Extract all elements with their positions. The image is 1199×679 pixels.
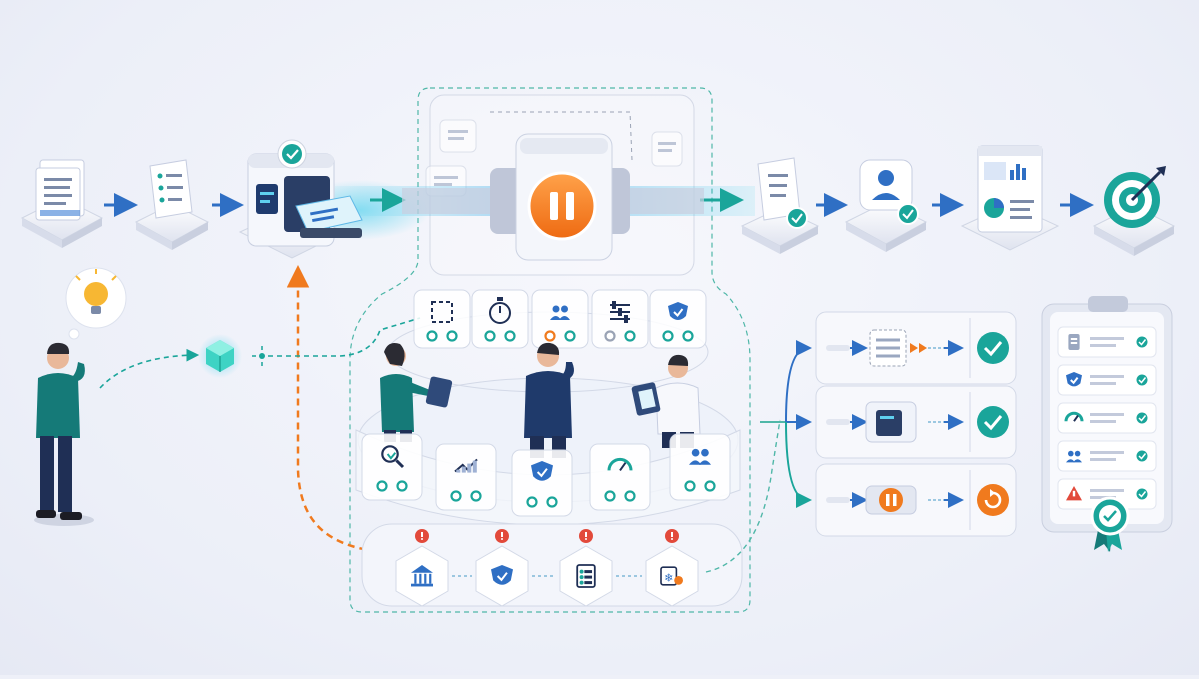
machine-icon <box>247 153 363 247</box>
review-card <box>669 433 731 501</box>
constraint-card <box>559 529 613 607</box>
checklist-icon <box>149 159 193 219</box>
season-icon: ❄ <box>660 566 683 586</box>
svg-text:❄: ❄ <box>664 572 673 585</box>
feedback-loop-arrow <box>286 265 391 555</box>
compliance-clipboard <box>1041 296 1173 552</box>
line-chart-icon <box>454 458 478 473</box>
checklist-node <box>134 159 210 250</box>
selection-icon <box>431 301 453 323</box>
top-review-cards <box>413 289 707 349</box>
bottom-review-cards <box>355 429 741 526</box>
review-card <box>471 289 529 349</box>
institution-icon <box>411 565 433 587</box>
gauge-icon <box>1064 411 1084 422</box>
shield-icon <box>491 565 513 585</box>
approved-document-node <box>740 157 820 254</box>
data-report-node <box>960 145 1060 251</box>
target-icon <box>1104 166 1166 228</box>
review-card <box>361 433 423 501</box>
check-icon <box>1136 488 1148 500</box>
review-card <box>435 443 497 511</box>
document-icon <box>1068 334 1080 350</box>
review-card <box>511 449 573 517</box>
woman-with-tablet <box>380 343 453 442</box>
outcome-cards <box>815 311 1017 537</box>
constraints-link <box>705 419 781 573</box>
clipboard-row <box>1057 364 1157 396</box>
gauge-icon <box>607 457 633 471</box>
warning-icon <box>1066 486 1082 501</box>
review-card <box>589 443 651 511</box>
shield-icon <box>668 302 688 320</box>
clipboard-row <box>1057 440 1157 472</box>
output-routing <box>760 340 812 508</box>
tablet-icon <box>425 376 453 408</box>
shield-check-icon <box>531 461 553 481</box>
check-icon <box>1136 336 1148 348</box>
pause-icon <box>527 171 597 241</box>
constraints-row: ❄ <box>395 529 699 607</box>
lightbulb-icon <box>75 269 117 314</box>
idea-link <box>99 348 200 389</box>
clipboard-row <box>1057 326 1157 358</box>
constraint-card: ❄ <box>645 529 699 607</box>
outcome-processed <box>815 385 1017 459</box>
team-icon <box>689 448 711 465</box>
pipeline-arrows <box>104 188 1094 217</box>
target-goal-node <box>1092 166 1176 256</box>
magnifier-icon <box>381 445 405 469</box>
check-icon <box>977 332 1009 364</box>
sparkle-icon <box>252 346 265 366</box>
check-icon <box>282 144 302 164</box>
alert-icon <box>495 529 509 543</box>
shield-icon <box>1066 372 1082 387</box>
pause-gate-node <box>402 133 704 261</box>
review-card <box>413 289 471 349</box>
constraint-card <box>475 529 529 607</box>
approved-user-node <box>844 159 928 252</box>
review-card <box>531 289 589 349</box>
review-card <box>649 289 707 349</box>
document-stack-icon <box>35 159 85 221</box>
cube-icon <box>198 334 242 378</box>
check-icon <box>1136 450 1148 462</box>
outcome-paused-queue <box>815 311 1017 385</box>
thinking-person <box>34 267 127 526</box>
constraint-card <box>395 529 449 607</box>
team-icon <box>550 305 570 320</box>
retry-icon <box>977 484 1009 516</box>
outcome-paused <box>815 463 1017 537</box>
processing-machine-node <box>238 139 363 259</box>
team-icon <box>1066 450 1082 463</box>
user-check-icon <box>859 159 919 225</box>
check-icon <box>1136 374 1148 386</box>
alert-icon <box>415 529 429 543</box>
document-check-icon <box>757 157 808 229</box>
document-stack-node <box>20 159 104 248</box>
clipboard-icon <box>576 564 596 588</box>
sliders-icon <box>610 301 630 323</box>
clipboard-clip <box>1088 296 1128 312</box>
check-icon <box>1136 412 1148 424</box>
cube-to-review-link <box>268 317 421 357</box>
review-card <box>591 289 649 349</box>
alert-icon <box>665 529 679 543</box>
report-icon <box>977 145 1043 233</box>
clipboard-row <box>1057 402 1157 434</box>
check-icon <box>977 406 1009 438</box>
stopwatch-icon <box>489 297 511 324</box>
award-ribbon-icon <box>1090 496 1130 552</box>
alert-icon <box>579 529 593 543</box>
